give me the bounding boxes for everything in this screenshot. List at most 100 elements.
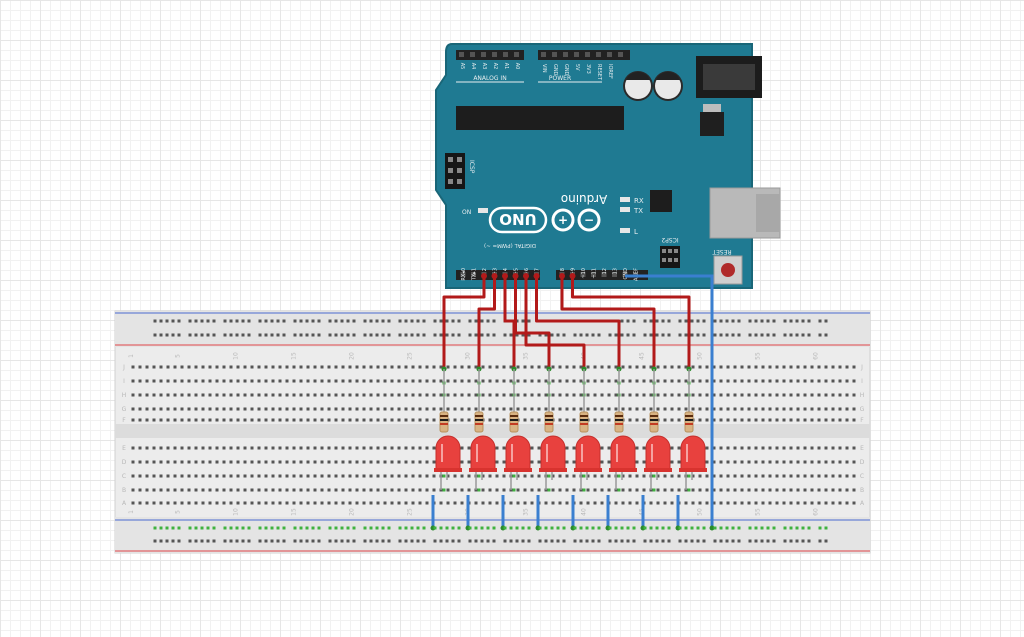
breadboard-hole [635,393,639,397]
rail-hole [264,539,268,543]
icsp2-pin [668,258,672,262]
breadboard-hole [628,418,632,422]
breadboard-hole [747,379,751,383]
breadboard-hole [383,393,387,397]
breadboard-hole [236,446,240,450]
resistor-band [440,415,448,417]
breadboard-hole [789,379,793,383]
breadboard-hole [656,501,660,505]
active-rail-hole [445,526,449,530]
breadboard-hole [173,501,177,505]
rail-hole [258,319,262,323]
breadboard-hole [425,474,429,478]
breadboard-hole [271,488,275,492]
breadboard-hole [243,446,247,450]
rail-hole [194,333,198,337]
breadboard-hole [439,365,443,369]
breadboard-hole [173,407,177,411]
active-rail-hole [299,526,303,530]
rail-hole [258,333,262,337]
breadboard-hole [201,474,205,478]
reset-button-cap[interactable] [721,263,735,277]
rail-hole [328,539,332,543]
breadboard-hole [628,501,632,505]
active-rail-hole [772,526,776,530]
logo-plus: + [558,213,568,227]
breadboard-hole [355,488,359,492]
breadboard-hole [761,474,765,478]
breadboard-hole [740,446,744,450]
breadboard-hole [698,365,702,369]
rail-hole [748,319,752,323]
breadboard-hole [782,379,786,383]
rail-hole [317,333,321,337]
breadboard-hole [327,501,331,505]
active-rail-hole [363,526,367,530]
breadboard-hole [530,365,534,369]
breadboard-hole [810,488,814,492]
breadboard-hole [250,474,254,478]
rail-hole [480,333,484,337]
breadboard-hole [565,501,569,505]
breadboard-hole [838,474,842,478]
rail-hole [276,333,280,337]
breadboard-hole [488,393,492,397]
breadboard-hole [313,460,317,464]
breadboard-hole [467,460,471,464]
breadboard-hole [369,407,373,411]
breadboard-hole [600,393,604,397]
breadboard-hole [201,446,205,450]
active-hole [687,488,691,492]
rail-hole [649,319,653,323]
breadboard-hole [194,488,198,492]
digital-pin-label: ~3 [493,268,499,275]
rail-hole [486,319,490,323]
active-rail-hole [509,526,513,530]
breadboard-hole [425,393,429,397]
header-pin [514,52,519,57]
rail-hole [422,319,426,323]
breadboard-hole [537,446,541,450]
breadboard-hole [250,379,254,383]
header-pin [563,52,568,57]
rail-hole [824,319,828,323]
rail-hole [363,539,367,543]
breadboard-hole [271,393,275,397]
breadboard-hole [565,393,569,397]
breadboard-hole [621,488,625,492]
digital-pin-label: GND [623,268,629,280]
breadboard-hole [390,501,394,505]
rail-hole [153,333,157,337]
rail-hole [235,333,239,337]
power-pin-label: VIN [541,64,547,73]
breadboard-hole [264,365,268,369]
breadboard-hole [362,460,366,464]
breadboard-hole [173,446,177,450]
breadboard-hole [215,460,219,464]
breadboard-hole [740,365,744,369]
breadboard-hole [152,418,156,422]
breadboard-hole [411,501,415,505]
active-rail-hole [608,526,612,530]
digital-pin-label: ~11 [592,268,598,279]
breadboard-hole [334,501,338,505]
rail-hole [684,319,688,323]
breadboard-hole [411,474,415,478]
resistor-band [440,419,448,421]
breadboard-hole [572,446,576,450]
breadboard-hole [215,488,219,492]
breadboard-hole [628,407,632,411]
rail-hole [387,539,391,543]
rail-hole [200,333,204,337]
breadboard-hole [551,379,555,383]
breadboard-hole [397,407,401,411]
breadboard-hole [628,393,632,397]
wire-end [512,273,519,279]
active-rail-hole [783,526,787,530]
breadboard-hole [572,407,576,411]
active-rail-hole [521,526,525,530]
breadboard-hole [250,446,254,450]
breadboard-hole [362,488,366,492]
digital-header-pin [591,272,596,277]
